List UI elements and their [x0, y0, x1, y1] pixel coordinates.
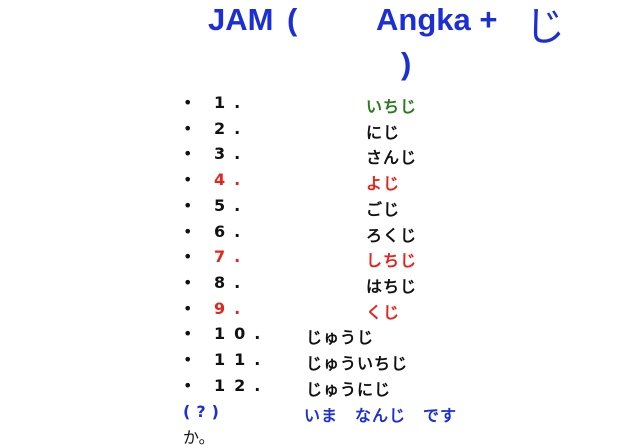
hour-reading: にじ	[366, 123, 401, 142]
hour-number: 11.	[214, 350, 270, 369]
question-ka: か。	[183, 428, 215, 447]
hour-number: 6.	[214, 222, 250, 241]
hour-number: 5.	[214, 196, 250, 215]
hour-reading: いちじ	[366, 97, 418, 116]
bullet-icon: •	[183, 93, 193, 112]
hour-number: 7.	[214, 247, 250, 266]
bullet-icon: •	[183, 119, 193, 138]
bullet-icon: •	[183, 247, 193, 266]
title-jam: JAM	[208, 2, 274, 37]
hour-reading: さんじ	[366, 148, 418, 167]
bullet-icon: •	[183, 324, 193, 343]
hour-reading: ろくじ	[366, 226, 418, 245]
bullet-icon: •	[183, 170, 193, 189]
hour-number: 10.	[214, 324, 270, 343]
hour-reading: じゅういちじ	[306, 354, 409, 373]
hour-number: 8.	[214, 273, 250, 292]
hour-reading: ごじ	[366, 200, 401, 219]
hour-number: 12.	[214, 376, 270, 395]
hour-reading: よじ	[366, 174, 401, 193]
hour-number: 3.	[214, 144, 250, 163]
hour-number: 4.	[214, 170, 250, 189]
hour-reading: くじ	[366, 303, 401, 322]
title-ji: じ	[525, 4, 565, 50]
hour-number: 1.	[214, 93, 250, 112]
hour-number: 9.	[214, 299, 250, 318]
bullet-icon: •	[183, 350, 193, 369]
question-mark: (?)	[183, 402, 225, 421]
question-text: いま なんじ です	[304, 406, 458, 425]
hour-reading: じゅうじ	[306, 328, 375, 347]
title-angka: Angka +	[376, 2, 498, 37]
bullet-icon: •	[183, 222, 193, 241]
bullet-icon: •	[183, 196, 193, 215]
hour-number: 2.	[214, 119, 250, 138]
hour-reading: しちじ	[366, 251, 418, 270]
bullet-icon: •	[183, 299, 193, 318]
title-close-paren: )	[401, 46, 412, 81]
bullet-icon: •	[183, 376, 193, 395]
hour-reading: じゅうにじ	[306, 380, 392, 399]
bullet-icon: •	[183, 144, 193, 163]
bullet-icon: •	[183, 273, 193, 292]
hour-reading: はちじ	[366, 277, 418, 296]
title-open-paren: (	[287, 2, 298, 37]
